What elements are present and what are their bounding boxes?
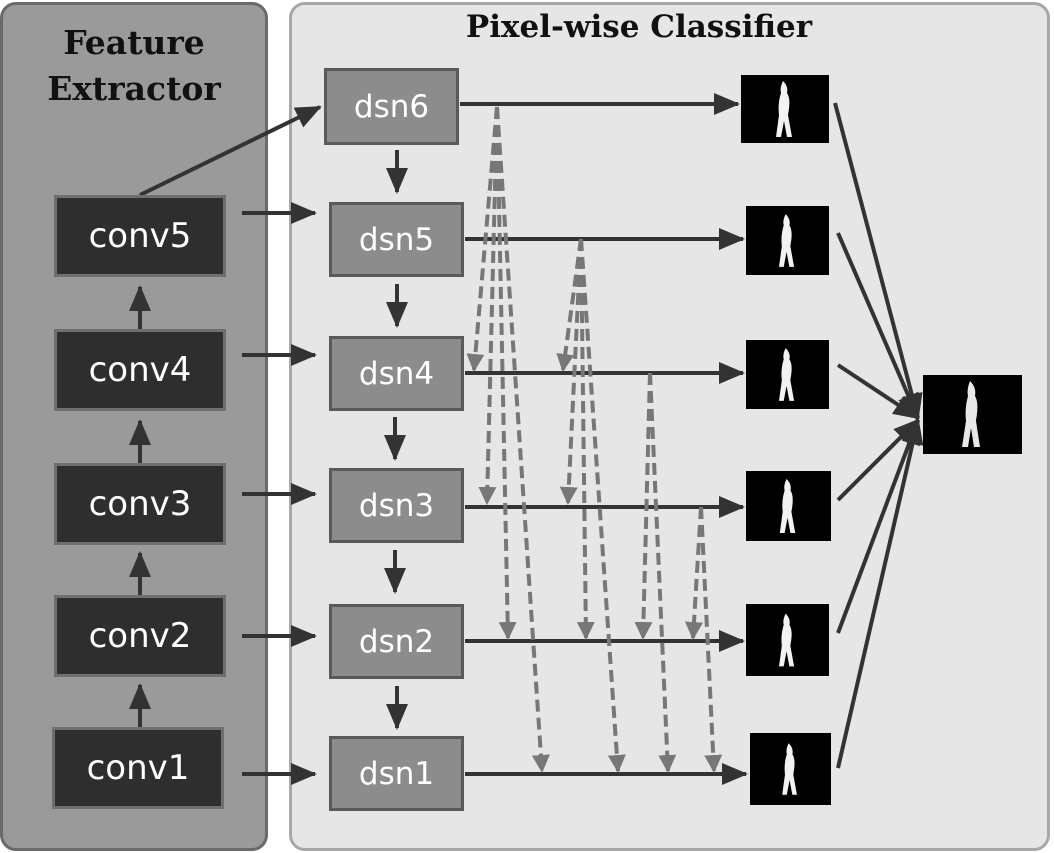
skip-dsn5-to-dsn2 bbox=[576, 238, 595, 640]
skip-dsn6-to-dsn3 bbox=[478, 106, 499, 505]
side-output-2-image bbox=[746, 604, 829, 676]
conv2-box: conv2 bbox=[54, 595, 226, 677]
upward-conv-arrows bbox=[129, 105, 322, 727]
skip-dsn6-to-dsn4 bbox=[466, 106, 499, 372]
dsn1-box: dsn1 bbox=[329, 736, 464, 811]
fuse-from-output3 bbox=[836, 418, 920, 502]
conv4-box: conv4 bbox=[54, 329, 226, 411]
fused-output-image bbox=[923, 375, 1022, 454]
skip-dsn3-to-dsn1 bbox=[699, 506, 723, 773]
conv1-box: conv1 bbox=[52, 727, 224, 809]
fuse-from-output6 bbox=[833, 102, 923, 420]
side-output-1-image bbox=[750, 733, 831, 805]
arrow-conv5-to-dsn6 bbox=[139, 105, 322, 197]
silhouette-mask-icon bbox=[779, 348, 795, 401]
silhouette-mask-icon bbox=[776, 81, 792, 137]
dsn5-box: dsn5 bbox=[329, 202, 464, 277]
feature-extractor-title: Feature Extractor bbox=[0, 20, 268, 112]
feature-extractor-title-line1: Feature bbox=[63, 23, 205, 62]
dsn3-box: dsn3 bbox=[329, 468, 464, 543]
silhouette-mask-icon bbox=[779, 613, 795, 667]
silhouette-mask-icon bbox=[962, 381, 980, 447]
skip-dsn4-to-dsn1 bbox=[648, 372, 677, 773]
skip-dsn3-to-dsn2 bbox=[684, 506, 703, 640]
fuse-from-output5 bbox=[836, 232, 920, 420]
conv3-box: conv3 bbox=[54, 463, 226, 545]
side-output-5-image bbox=[746, 206, 829, 275]
conv5-box: conv5 bbox=[54, 195, 226, 277]
fuse-from-output4 bbox=[836, 363, 920, 420]
skip-dsn4-to-dsn2 bbox=[634, 372, 653, 640]
dsn4-box: dsn4 bbox=[329, 336, 464, 411]
skip-dsn6-to-dsn2 bbox=[495, 106, 517, 640]
side-output-4-image bbox=[746, 340, 829, 409]
dsn2-box: dsn2 bbox=[329, 604, 464, 679]
downward-dsn-arrows bbox=[384, 150, 408, 730]
dense-skip-dashed-arrows bbox=[466, 106, 723, 773]
fuse-from-output2 bbox=[836, 418, 920, 634]
pixel-wise-classifier-title: Pixel-wise Classifier bbox=[465, 9, 813, 45]
feature-extractor-title-line2: Extractor bbox=[47, 69, 221, 108]
side-output-3-image bbox=[746, 471, 831, 541]
fusion-arrows bbox=[833, 102, 924, 769]
conv-to-dsn-arrows bbox=[242, 202, 317, 785]
silhouette-mask-icon bbox=[779, 478, 796, 534]
fuse-from-output1 bbox=[836, 418, 924, 769]
dsn6-box: dsn6 bbox=[324, 68, 459, 145]
skip-dsn6-to-dsn1 bbox=[495, 106, 550, 773]
side-output-6-image bbox=[741, 75, 829, 143]
silhouette-mask-icon bbox=[782, 743, 797, 795]
skip-dsn5-to-dsn3 bbox=[559, 238, 583, 505]
silhouette-mask-icon bbox=[779, 214, 795, 267]
dsn-to-side-output-arrows bbox=[460, 93, 748, 785]
